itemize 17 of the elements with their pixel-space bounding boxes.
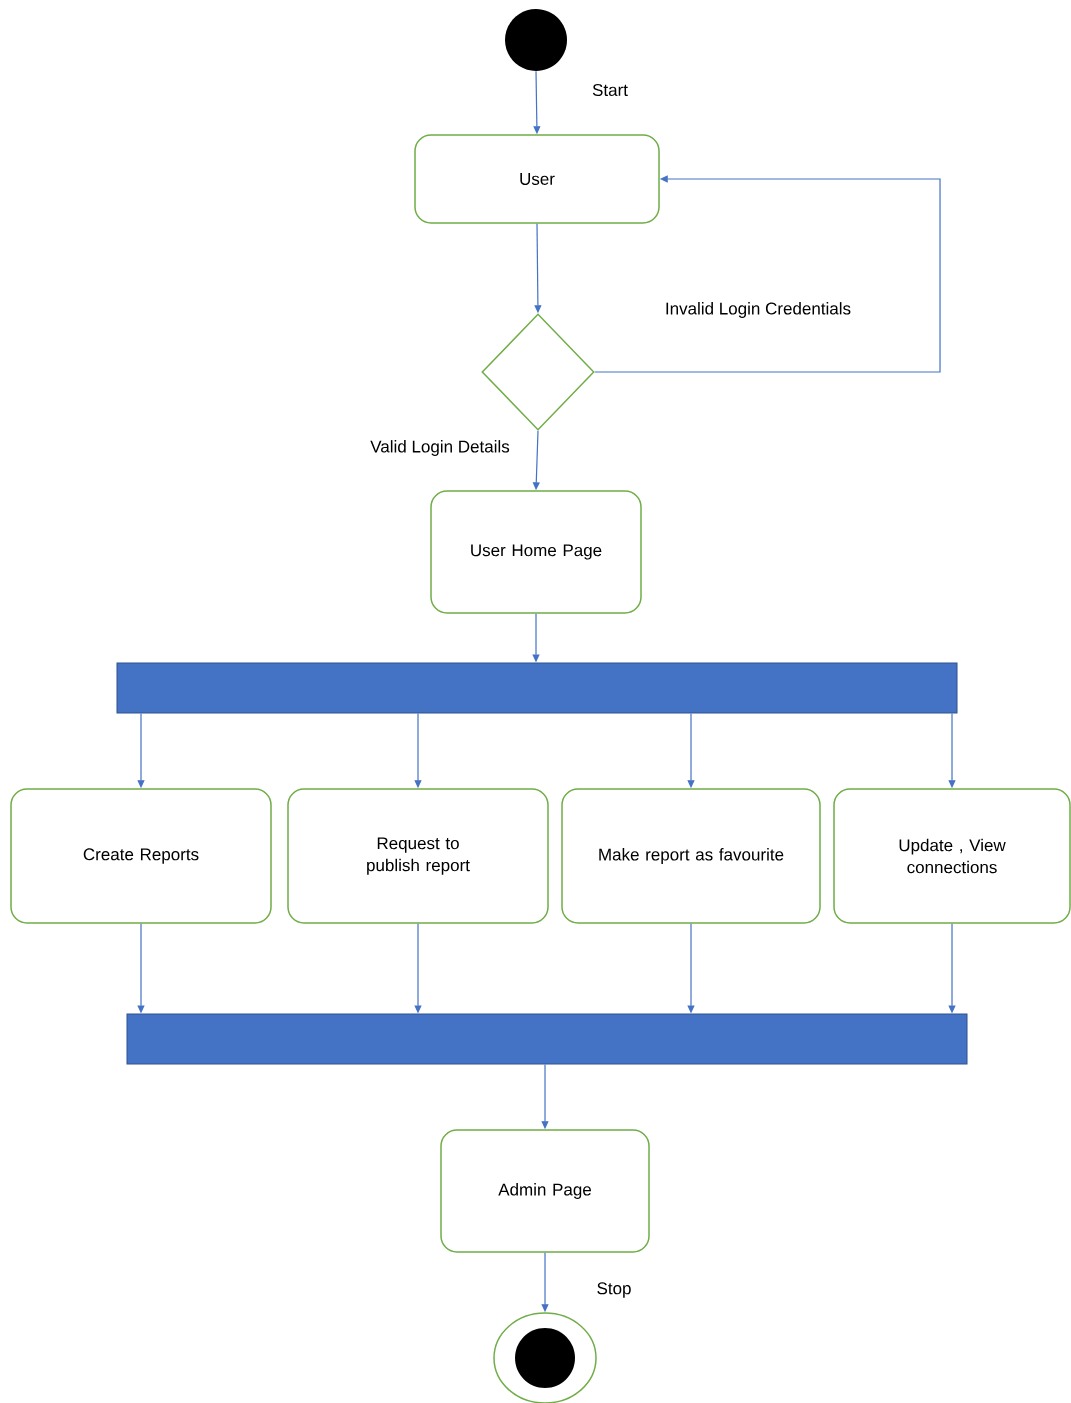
sync-bar <box>116 662 958 714</box>
edge-label: Valid Login Details <box>368 438 512 458</box>
activity-box: Make report as favourite <box>561 788 821 924</box>
node-caption: Start <box>592 84 628 97</box>
node-caption: Stop <box>597 1282 631 1298</box>
arrow <box>594 175 941 373</box>
edge-label: Invalid Login Credentials <box>662 300 854 320</box>
activity-box: User Home Page <box>430 490 642 614</box>
end-circle <box>493 1312 597 1403</box>
activity-box: Admin Page <box>440 1129 650 1253</box>
activity-box: Update , View connections <box>833 788 1071 924</box>
sync-bar <box>126 1013 968 1065</box>
start-circle <box>505 9 567 71</box>
activity-box: Request to publish report <box>287 788 549 924</box>
activity-box: User <box>414 134 660 224</box>
decision-diamond <box>481 313 595 431</box>
activity-box: Create Reports <box>10 788 272 924</box>
